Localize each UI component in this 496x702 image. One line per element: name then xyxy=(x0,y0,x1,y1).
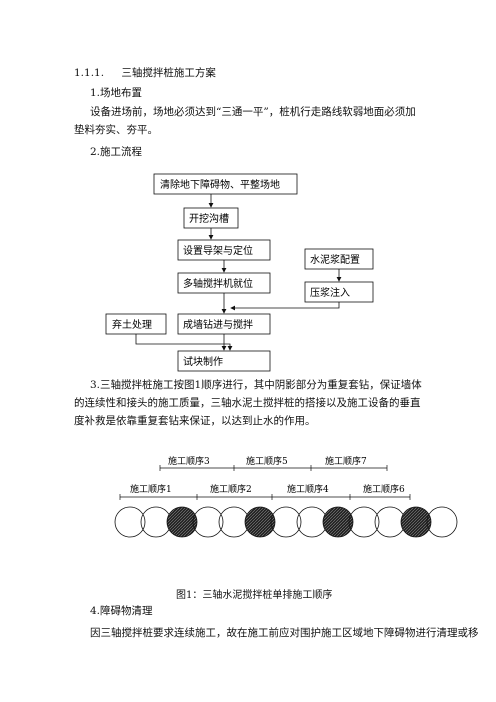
flow-box-trench: 开挖沟槽 xyxy=(183,207,239,229)
flow-arrows xyxy=(135,194,342,351)
svg-text:设置导架与定位: 设置导架与定位 xyxy=(183,244,253,257)
pile-circle xyxy=(270,506,302,538)
figure-bottom-brackets xyxy=(119,494,411,500)
site-layout-heading: 1.场地布置 xyxy=(90,87,143,99)
svg-text:试块制作: 试块制作 xyxy=(183,355,223,368)
pile-overlap-circle xyxy=(400,506,432,538)
flow-heading: 2.施工流程 xyxy=(90,146,143,158)
svg-text:开挖沟槽: 开挖沟槽 xyxy=(189,212,229,225)
order-label-7: 施工顺序7 xyxy=(325,455,367,467)
pile-circle xyxy=(296,506,328,538)
obstacle-text: 因三轴搅拌桩要求连续施工，故在施工前应对围护施工区域地下障碍物进行清理或移 xyxy=(90,627,479,639)
svg-text:成墙钻进与搅拌: 成墙钻进与搅拌 xyxy=(183,318,253,331)
order-label-4: 施工顺序4 xyxy=(287,483,329,495)
svg-text:清除地下障碍物、平整场地: 清除地下障碍物、平整场地 xyxy=(160,178,280,191)
pile-row xyxy=(114,506,458,538)
order-label-1: 施工顺序1 xyxy=(130,483,172,495)
pile-overlap-circle xyxy=(166,506,198,538)
pile-circle xyxy=(114,506,146,538)
flow-box-guide-frame: 设置导架与定位 xyxy=(177,239,271,261)
pile-circle xyxy=(140,506,172,538)
flow-box-spoil: 弃土处理 xyxy=(105,313,167,335)
flow-box-cement-slurry: 水泥浆配置 xyxy=(304,248,374,270)
flow-box-grouting: 压浆注入 xyxy=(304,281,374,303)
site-layout-text: 设备进场前，场地必须达到“三通一平”，桩机行走路线软弱地面必须加垫料夯实、夯平。 xyxy=(74,106,416,136)
section-heading: 1.1.1. 三轴搅拌桩施工方案 xyxy=(74,66,216,80)
order-label-6: 施工顺序6 xyxy=(363,483,405,495)
pile-overlap-circle xyxy=(244,506,276,538)
figure-top-brackets xyxy=(159,465,388,471)
pile-circle xyxy=(218,506,250,538)
pile-circle xyxy=(374,506,406,538)
svg-text:多轴搅拌机就位: 多轴搅拌机就位 xyxy=(183,277,253,290)
obstacle-heading: 4.障碍物清理 xyxy=(90,605,153,617)
pile-overlap-circle xyxy=(322,506,354,538)
order-paragraph: 3.三轴搅拌桩施工按图1顺序进行，其中阴影部分为重复套钻，保证墙体的连续性和接头… xyxy=(74,379,422,427)
flow-box-test-block: 试块制作 xyxy=(177,350,271,372)
section-number: 1.1.1. xyxy=(74,67,105,79)
flow-box-clear-site: 清除地下障碍物、平整场地 xyxy=(153,173,298,195)
pile-circle xyxy=(348,506,380,538)
pile-circle xyxy=(426,506,458,538)
svg-text:压浆注入: 压浆注入 xyxy=(310,286,350,299)
svg-text:水泥浆配置: 水泥浆配置 xyxy=(310,253,360,266)
order-label-2: 施工顺序2 xyxy=(210,483,252,495)
flow-box-drilling: 成墙钻进与搅拌 xyxy=(177,313,271,335)
order-label-3: 施工顺序3 xyxy=(168,455,210,467)
order-label-5: 施工顺序5 xyxy=(246,455,288,467)
svg-text:弃土处理: 弃土处理 xyxy=(112,318,152,331)
flow-box-mixer-position: 多轴搅拌机就位 xyxy=(177,272,271,294)
section-title: 三轴搅拌桩施工方案 xyxy=(121,67,216,79)
figure-caption: 图1：三轴水泥搅拌桩单排施工顺序 xyxy=(176,590,333,601)
pile-circle xyxy=(192,506,224,538)
